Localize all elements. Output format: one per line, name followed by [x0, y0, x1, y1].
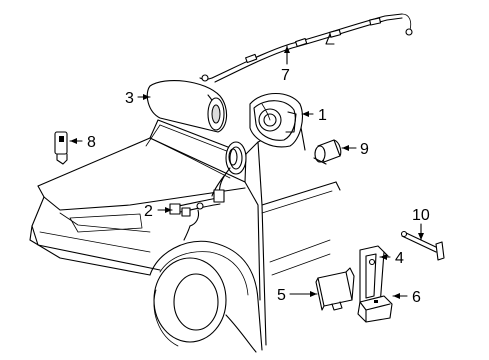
- passenger-airbag-part: [146, 80, 228, 133]
- vehicle-outline: [29, 119, 341, 353]
- callout-labels: 1 2 3 4 5 6 7 8 9 10: [87, 67, 430, 306]
- callout-6: 6: [412, 289, 421, 306]
- sensor-module-part: [357, 295, 393, 323]
- callout-9: 9: [360, 141, 369, 158]
- callout-10: 10: [412, 207, 430, 224]
- callout-1: 1: [318, 107, 327, 124]
- callout-leaders: [69, 45, 424, 299]
- curtain-airbag-part: [199, 13, 413, 83]
- driver-airbag-part: [249, 92, 303, 148]
- callout-8: 8: [87, 134, 96, 151]
- callout-2: 2: [144, 203, 153, 220]
- diagnostic-module-part: [315, 267, 355, 311]
- callout-4: 4: [395, 250, 404, 267]
- callout-3: 3: [125, 90, 134, 107]
- bracket-part: [400, 230, 445, 261]
- impact-sensor-part: [54, 131, 68, 165]
- wiring-harness-part: [169, 189, 225, 241]
- callout-7: 7: [281, 67, 290, 84]
- inflator-part: [313, 139, 342, 165]
- callout-5: 5: [277, 287, 286, 304]
- clockspring-part: [211, 141, 247, 197]
